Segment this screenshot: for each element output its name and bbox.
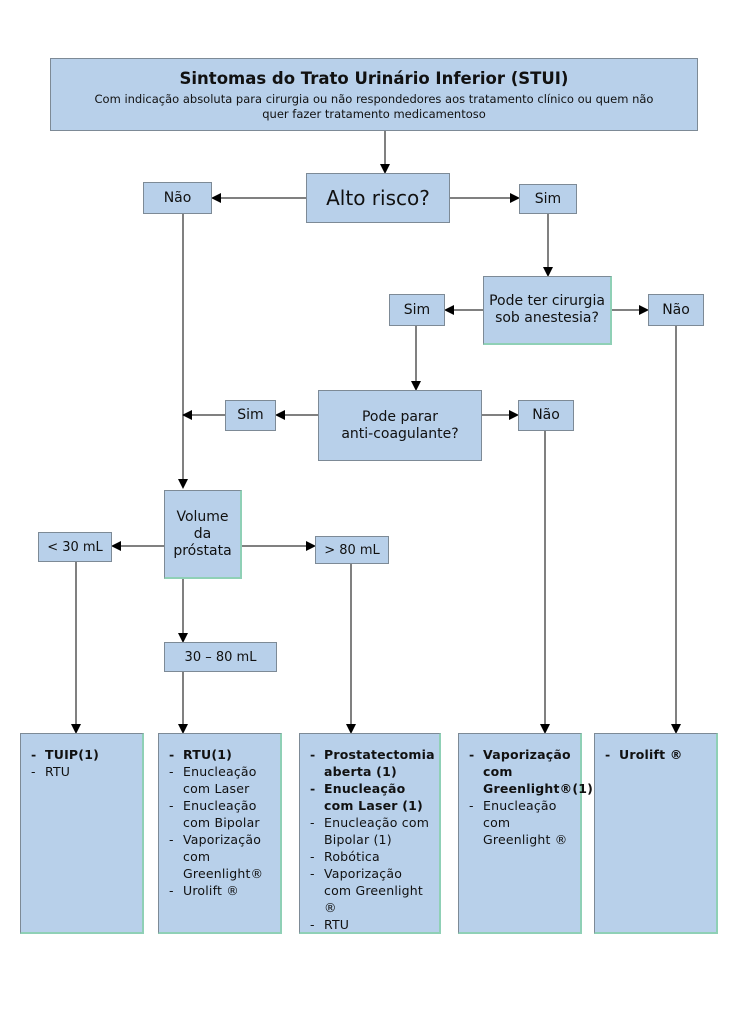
result-list: Urolift ® <box>603 746 708 763</box>
range-label: 30 – 80 mL <box>184 649 257 665</box>
result-box-lt30: TUIP(1)RTU <box>20 733 144 934</box>
result-box-gt80: Prostatectomia aberta (1)Enucleação com … <box>299 733 441 934</box>
result-list: Prostatectomia aberta (1)Enucleação com … <box>308 746 435 933</box>
treatment-item: RTU <box>29 763 134 780</box>
answer-nao-alto-risco: Não <box>143 182 212 214</box>
sim-label: Sim <box>237 407 264 423</box>
treatment-item: Enucleação com Bipolar <box>167 797 272 831</box>
treatment-item: Enucleação com Bipolar (1) <box>308 814 431 848</box>
result-list: RTU(1)Enucleação com LaserEnucleação com… <box>167 746 272 899</box>
answer-sim-anticoag: Sim <box>225 400 276 431</box>
volume-line2: da <box>193 525 212 542</box>
treatment-item: Enucleação com Laser (1) <box>308 780 431 814</box>
result-box-30-80: RTU(1)Enucleação com LaserEnucleação com… <box>158 733 282 934</box>
sim-label: Sim <box>534 190 562 207</box>
treatment-item: Urolift ® <box>167 882 272 899</box>
treatment-item: Vaporização com Greenlight ® <box>308 865 431 916</box>
header-subtitle-line2: quer fazer tratamento medicamentoso <box>262 106 486 121</box>
treatment-item: Vaporização com Greenlight® <box>167 831 272 882</box>
treatment-item: Prostatectomia aberta (1) <box>308 746 435 780</box>
answer-sim-cirurgia: Sim <box>389 294 445 326</box>
result-list: Vaporização com Greenlight®(1)Enucleação… <box>467 746 593 848</box>
nao-label: Não <box>163 189 192 206</box>
range-30-80: 30 – 80 mL <box>164 642 277 672</box>
answer-nao-cirurgia: Não <box>648 294 704 326</box>
decision-anticoagulante: Pode parar anti-coagulante? <box>318 390 482 461</box>
treatment-item: Vaporização com Greenlight®(1) <box>467 746 593 797</box>
cirurgia-line1: Pode ter cirurgia <box>489 293 605 309</box>
cirurgia-line2: sob anestesia? <box>495 310 599 326</box>
anticoag-line2: anti-coagulante? <box>341 425 459 442</box>
range-lt30: < 30 mL <box>38 532 112 562</box>
treatment-item: Urolift ® <box>603 746 708 763</box>
decision-cirurgia-anestesia: Pode ter cirurgia sob anestesia? <box>483 276 612 345</box>
nao-label: Não <box>662 301 690 318</box>
answer-nao-anticoag: Não <box>518 400 574 431</box>
header-title: Sintomas do Trato Urinário Inferior (STU… <box>179 68 569 88</box>
treatment-item: Robótica <box>308 848 431 865</box>
treatment-item: Enucleação com Laser <box>167 763 272 797</box>
gt80-label: > 80 mL <box>324 542 380 558</box>
treatment-item: TUIP(1) <box>29 746 134 763</box>
nao-label: Não <box>532 407 560 423</box>
treatment-item: RTU <box>308 916 431 933</box>
alto-risco-label: Alto risco? <box>326 186 430 210</box>
volume-line3: próstata <box>173 542 232 559</box>
node-volume-prostata: Volume da próstata <box>164 490 242 579</box>
decision-alto-risco: Alto risco? <box>306 173 450 223</box>
treatment-item: RTU(1) <box>167 746 272 763</box>
answer-sim-alto-risco: Sim <box>519 184 577 214</box>
header-box: Sintomas do Trato Urinário Inferior (STU… <box>50 58 698 131</box>
range-gt80: > 80 mL <box>315 536 389 564</box>
anticoag-line1: Pode parar <box>361 408 438 425</box>
lt30-label: < 30 mL <box>47 539 103 555</box>
result-list: TUIP(1)RTU <box>29 746 134 780</box>
result-box-nao-cirurgia: Urolift ® <box>594 733 718 934</box>
result-box-nao-anticoag: Vaporização com Greenlight®(1)Enucleação… <box>458 733 593 934</box>
volume-line1: Volume <box>176 508 229 525</box>
header-subtitle-line1: Com indicação absoluta para cirurgia ou … <box>94 91 654 106</box>
sim-label: Sim <box>403 301 431 318</box>
treatment-item: Enucleação com Greenlight ® <box>467 797 572 848</box>
